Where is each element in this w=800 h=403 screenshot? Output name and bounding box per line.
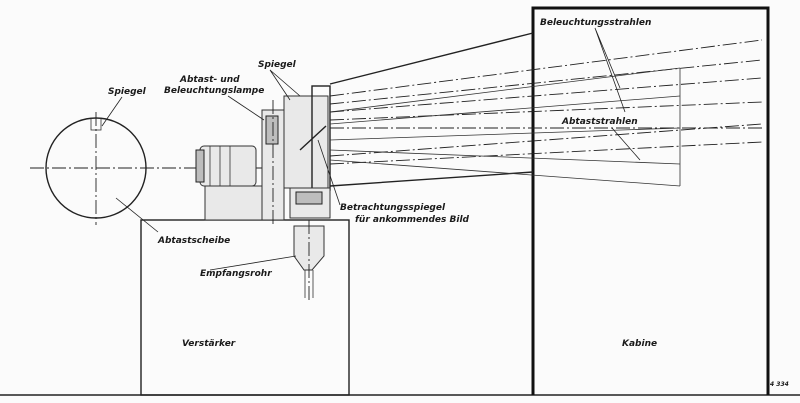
label-empfangsrohr: Empfangsrohr [200,269,272,279]
label-corner-mark: 4 334 [770,381,789,388]
funnel-walls [329,32,534,187]
projector-head [283,85,331,219]
label-abtast-lampe-line1: Abtast- und [179,75,240,85]
leader-lines [101,27,641,271]
betrachtungsspiegel-mirror [299,125,327,151]
label-betrachtungsspiegel-line2: für ankommendes Bild [355,215,470,225]
label-spiegel-left: Spiegel [108,87,147,97]
abtastscheibe-disk [45,112,147,225]
empfangsrohr-tube [293,220,325,300]
abtaststrahlen-rays [329,67,762,187]
label-abtastscheibe: Abtastscheibe [157,236,230,246]
beleuchtungsstrahlen-rays [329,39,763,165]
motor [195,145,266,221]
kabine-outline [531,6,770,395]
label-abtaststrahlen: Abtaststrahlen [561,117,638,127]
label-betrachtungsspiegel-line1: Betrachtungsspiegel [340,203,446,213]
label-abtast-lampe-line2: Beleuchtungslampe [164,86,264,96]
label-beleuchtungsstrahlen: Beleuchtungsstrahlen [540,18,651,28]
lamp-housing [261,100,285,226]
label-spiegel-top: Spiegel [258,60,297,70]
label-kabine: Kabine [622,339,657,349]
label-verstaerker: Verstärker [182,339,236,349]
